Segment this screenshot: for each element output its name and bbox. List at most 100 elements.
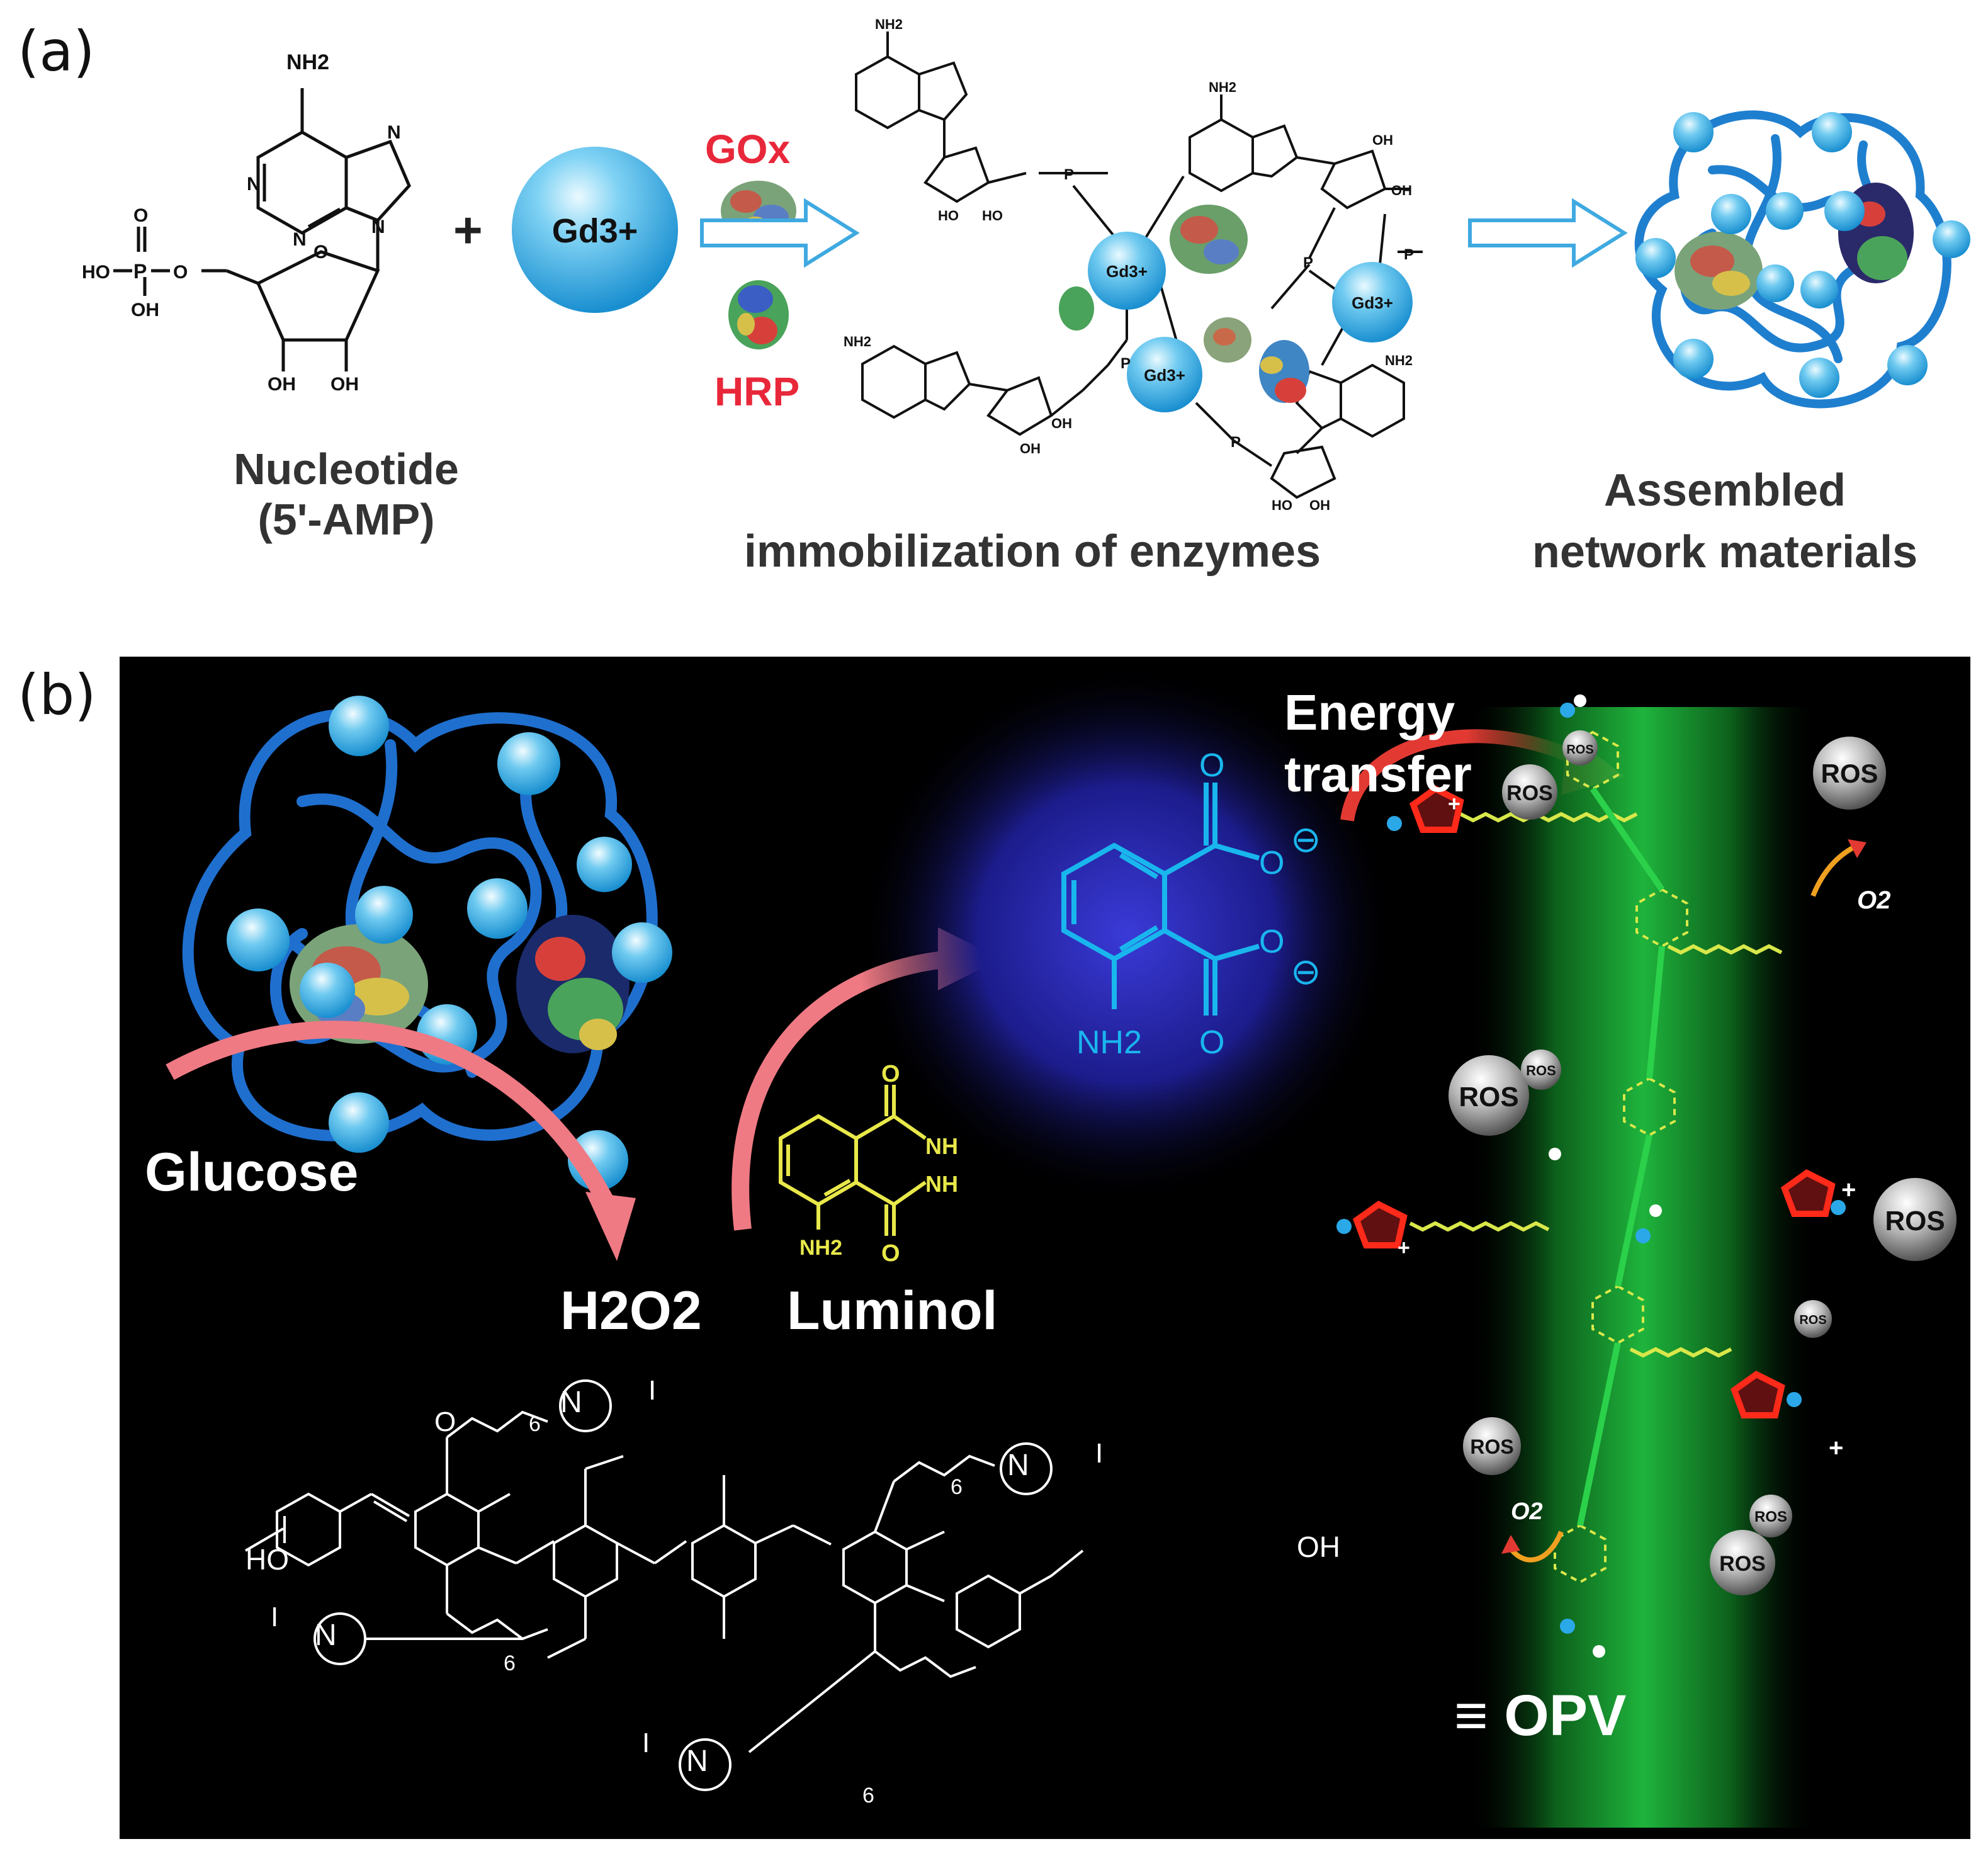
apa-o3: O (1259, 924, 1284, 960)
panel-b-background: O NH NH O NH2 O O ⊖ O ⊖ O NH2 (120, 657, 1970, 1839)
ros-10: ROS (1719, 1552, 1766, 1576)
enzyme-hrp-label: HRP (714, 369, 800, 414)
nucleotide-subtitle: (5'-AMP) (257, 495, 435, 544)
atom-nh2: NH2 (286, 50, 329, 74)
net-oh-4: OH (1051, 416, 1072, 431)
h2o2-label: H2O2 (560, 1281, 702, 1341)
luminol-label: Luminol (787, 1281, 998, 1341)
net-ho-2: HO (982, 208, 1003, 224)
net-nh2-1: NH2 (875, 16, 903, 32)
opv-n2: N (1007, 1449, 1029, 1482)
assembled-line2: network materials (1532, 527, 1918, 577)
opv-six2: 6 (951, 1475, 963, 1499)
net-oh-3: OH (1020, 441, 1041, 456)
opv-oh: OH (1297, 1531, 1340, 1563)
atom-oh-3: OH (330, 374, 359, 395)
net-oh-5: OH (1309, 497, 1330, 513)
net-ho-3: HO (1272, 497, 1292, 513)
charge-plus-3: + (1398, 1236, 1410, 1260)
atom-ho: HO (82, 262, 110, 283)
atom-n1: N (247, 174, 261, 195)
atom-ring-o: O (313, 242, 328, 263)
assembled-network (1634, 110, 1970, 409)
amp-structure: NH2 N N N N O OH OH O P O HO OH (82, 50, 411, 395)
charge-plus-4: + (1829, 1434, 1843, 1462)
atom-n3: N (293, 229, 307, 250)
luminol-nh2-group: NH2 (799, 1236, 842, 1260)
ros-5: ROS (1526, 1063, 1556, 1078)
opv-n3: N (315, 1619, 337, 1652)
apa-minus2: ⊖ (1291, 951, 1321, 992)
opv-six4: 6 (862, 1784, 874, 1808)
opv-n4: N (686, 1745, 708, 1778)
ros-9: ROS (1754, 1508, 1787, 1525)
ros-1: ROS (1506, 781, 1553, 805)
arrow-to-immobilization (700, 198, 860, 268)
net-p-4: P (1231, 434, 1241, 451)
ros-3: ROS (1821, 759, 1878, 788)
opv-i2: I (1095, 1438, 1103, 1469)
network-gd-1: Gd3+ (1106, 262, 1148, 281)
apa-o4: O (1199, 1024, 1224, 1061)
charge-plus-2: + (1841, 1176, 1856, 1204)
net-p-1: P (1064, 166, 1074, 183)
opv-i1: I (648, 1375, 656, 1406)
charge-plus-1: + (1448, 792, 1460, 816)
network-gd-3: Gd3+ (1352, 293, 1393, 312)
network-gd-2: Gd3+ (1144, 366, 1185, 385)
net-ho-1: HO (938, 208, 959, 224)
atom-n7: N (387, 122, 401, 143)
panel-a-label: (a) (18, 19, 95, 84)
net-p-5: P (1121, 355, 1131, 372)
net-nh2-4: NH2 (844, 334, 871, 349)
arrow-to-assembled (1468, 198, 1628, 268)
apa-minus1: ⊖ (1291, 819, 1321, 860)
atom-p-oh: OH (131, 300, 159, 320)
apa-nh2: NH2 (1076, 1024, 1142, 1061)
immobilization-caption: immobilization of enzymes (743, 526, 1321, 577)
apa-o1: O (1199, 747, 1224, 784)
opv-n1: N (560, 1386, 582, 1419)
luminol-nh2: NH (925, 1171, 958, 1197)
opv-i4: I (642, 1728, 650, 1758)
nucleotide-title: Nucleotide (234, 444, 459, 494)
atom-oh-2: OH (268, 374, 296, 395)
net-oh-1: OH (1372, 132, 1393, 148)
enzyme-gox-label: GOx (705, 127, 791, 172)
net-p-3: P (1404, 246, 1414, 263)
opv-i3: I (271, 1602, 278, 1632)
enzyme-hrp-blob (728, 280, 789, 349)
energy-transfer-line1: Energy (1284, 684, 1455, 740)
glucose-label: Glucose (145, 1142, 359, 1202)
net-p-2: P (1303, 254, 1313, 271)
atom-p: P (133, 260, 147, 283)
ros-4: ROS (1459, 1082, 1518, 1112)
gd-ion-sphere: Gd3+ (512, 147, 678, 313)
luminol-o2: O (881, 1240, 900, 1267)
opv-six3: 6 (504, 1651, 516, 1675)
ros-6: ROS (1885, 1206, 1945, 1236)
opv-ho: HO (246, 1543, 289, 1576)
apa-o2: O (1259, 845, 1284, 881)
assembled-line1: Assembled (1603, 465, 1846, 516)
opv-six1: 6 (529, 1412, 541, 1436)
o2-label-2: O2 (1511, 1498, 1543, 1525)
panel-b-art: O NH NH O NH2 O O ⊖ O ⊖ O NH2 (166, 663, 1957, 1828)
panel-b-label: (b) (18, 662, 96, 727)
energy-transfer-line2: transfer (1284, 746, 1472, 802)
plus-sign: + (453, 202, 483, 258)
atom-n9: N (371, 217, 385, 237)
ros-7: ROS (1799, 1313, 1826, 1327)
gd-ion-label: Gd3+ (552, 212, 638, 250)
atom-p-o: O (133, 205, 148, 226)
net-oh-2: OH (1391, 183, 1412, 198)
ros-2: ROS (1566, 743, 1593, 757)
net-nh2-2: NH2 (1209, 79, 1236, 95)
atom-ester-o: O (173, 262, 188, 283)
immobilization-network: Gd3+ Gd3+ Gd3+ NH2 NH2 NH2 NH2 HO HO OH … (844, 16, 1423, 513)
ros-8: ROS (1470, 1435, 1513, 1458)
opv-legend: ≡ OPV (1454, 1683, 1627, 1748)
o2-label-1: O2 (1857, 886, 1890, 914)
opv-o1: O (434, 1406, 456, 1437)
net-nh2-3: NH2 (1385, 353, 1413, 368)
